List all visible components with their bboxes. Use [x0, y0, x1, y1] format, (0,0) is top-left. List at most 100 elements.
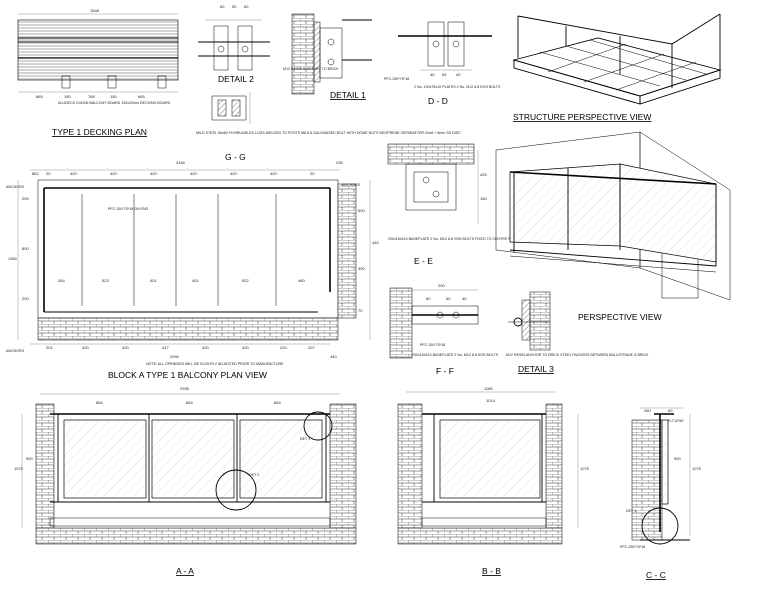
det1-callout: DET 1: [626, 509, 636, 513]
section-bb: 1165 1014 1075 B - B: [397, 386, 590, 576]
dim-label: 60: [426, 296, 431, 301]
dim-label: 420: [150, 171, 157, 176]
deck-top-dim: 1548: [90, 8, 100, 13]
dim-label: 420: [270, 171, 277, 176]
gg-note: MILD STEEL 60x60 FH BRUNDLES LUGS WELDED…: [196, 131, 461, 135]
glass-panel: [239, 419, 323, 499]
title-detail-1: DETAIL 1: [330, 90, 366, 100]
detail3-note: M12 RESIN ANCHOR TO BRICK STEEL PACKERS …: [506, 353, 649, 357]
dim-label: 440: [372, 240, 379, 245]
dim-label: 522: [242, 278, 249, 283]
dim-label: 401: [192, 278, 199, 283]
plan-bay-dims: 264 523 401 401 522 460: [58, 278, 305, 283]
title-ff: F - F: [436, 366, 454, 376]
ee-note: 200x150x10 BASEPLATE 2 No. M12 8.8 HSN B…: [388, 237, 516, 241]
dim-label: 420: [230, 171, 237, 176]
title-structure-perspective: STRUCTURE PERSPECTIVE VIEW: [513, 112, 651, 122]
dim-label: 401: [150, 278, 157, 283]
title-detail-2: DETAIL 2: [218, 74, 254, 84]
title-type1-decking-plan: TYPE 1 DECKING PLAN: [52, 127, 147, 137]
glass-panel: [439, 419, 541, 499]
plan-overall-bottom: 2940: [170, 354, 180, 359]
dd-pfc: PFC-150*75*18: [384, 77, 409, 81]
pfc-post-note: PFC-150*75*18 ON END: [108, 207, 149, 211]
dim-label: 420: [242, 345, 249, 350]
decking-boards: [17, 19, 179, 81]
block-plan-view: 3160 862 20 420 420 420 420 420 420 20 2…: [6, 160, 379, 380]
dim-label: 160: [480, 196, 487, 201]
plan-top-dims: 862 20 420 420 420 420 420 420 20 235: [32, 160, 343, 176]
ff-pfc: PFC-150*75*18: [420, 343, 445, 347]
detail1-note: M12 RESIN ANCHORS TO BRICK: [283, 67, 339, 71]
dim-label: 207: [308, 345, 315, 350]
dim-label: 40: [456, 72, 461, 77]
anchors-label-right: ANCHORS: [342, 183, 361, 187]
dim-label: 420: [122, 345, 129, 350]
dim-label: 420: [70, 171, 77, 176]
dim-label: 60: [446, 296, 451, 301]
dim-label: 200: [438, 283, 445, 288]
section-gg: MILD STEEL 60x60 FH BRUNDLES LUGS WELDED…: [196, 92, 461, 162]
title-cc: C - C: [646, 570, 666, 580]
dim-label: 864: [274, 400, 281, 405]
dim-label: 864: [186, 400, 193, 405]
dim-label: 150: [64, 94, 71, 99]
dim-label: 400: [358, 266, 365, 271]
dim-label: 200: [22, 296, 29, 301]
title-detail-3: DETAIL 3: [518, 364, 554, 374]
detail-1: M12 RESIN ANCHORS TO BRICK DETAIL 1: [283, 13, 372, 100]
dim-label: 235: [336, 160, 343, 165]
title-ee: E - E: [414, 256, 433, 266]
bb-height: 1075: [580, 466, 590, 471]
section-ff: 200 60 60 40 PFC-150*75*18 200x150x10 BA…: [389, 283, 499, 376]
dim-label: 201: [46, 345, 53, 350]
plan-overall-bottom-right: 440: [330, 354, 337, 359]
title-aa: A - A: [176, 566, 194, 576]
plan-left-dims: 1350 200 800 200: [8, 196, 29, 301]
glass-panel: [63, 419, 147, 499]
dim-label: 20: [310, 171, 315, 176]
deck-bottom-dims: 665 150 765 150 665: [36, 94, 145, 99]
dim-label: 1350: [8, 256, 18, 261]
detail-2: 60 50 60 DETAIL 2: [198, 4, 270, 84]
dim-label: 665: [138, 94, 145, 99]
dim-label: 765: [88, 94, 95, 99]
cc-flat: FLT12*60: [668, 419, 684, 423]
bb-sub: 1014: [486, 398, 496, 403]
cc-sub: 900: [674, 456, 681, 461]
dd-note: 2 No. 150x75x10 PLATES 2 No. M12 8.8 KOS…: [414, 85, 501, 89]
dim-label: 60: [244, 4, 249, 9]
dim-label: 800: [22, 246, 29, 251]
dim-label: 60: [220, 4, 225, 9]
dim-label: 40: [462, 296, 467, 301]
plan-note: NOTE: ALL OPENINGS WILL BE SLIGHTLY ADJU…: [146, 362, 284, 366]
dim-label: 420: [190, 171, 197, 176]
dim-label: 40: [430, 72, 435, 77]
title-block-plan: BLOCK A TYPE 1 BALCONY PLAN VIEW: [108, 370, 267, 380]
dim-label: 862: [32, 171, 39, 176]
dim-label: 20: [46, 171, 51, 176]
section-dd: 40 65 40 PFC-150*75*18 2 No. 150x75x10 P…: [384, 21, 501, 106]
perspective-view: PERSPECTIVE VIEW: [495, 131, 731, 322]
cc-pfc: PFC-150*75*18: [620, 545, 645, 549]
dim-label: 420: [202, 345, 209, 350]
cc-height: 1075: [692, 466, 702, 471]
title-dd: D - D: [428, 96, 448, 106]
title-perspective: PERSPECTIVE VIEW: [578, 312, 662, 322]
dim-label: 150: [110, 94, 117, 99]
dim-label: 420: [110, 171, 117, 176]
title-bb: B - B: [482, 566, 501, 576]
dim-label: 425: [480, 172, 487, 177]
dim-label: 665: [36, 94, 43, 99]
dim-label: 50: [232, 4, 237, 9]
det2-callout: DET 2: [249, 473, 259, 477]
dim-label: 70: [358, 308, 363, 313]
dim-label: 60: [668, 408, 673, 413]
dim-label: 260: [644, 408, 651, 413]
aa-sub: 900: [26, 456, 33, 461]
dim-label: 420: [82, 345, 89, 350]
decking-board-note: ALUDECK DJ4206 BALCONY BOARD 130x20mm DE…: [58, 101, 171, 105]
plan-joists: [81, 194, 277, 306]
